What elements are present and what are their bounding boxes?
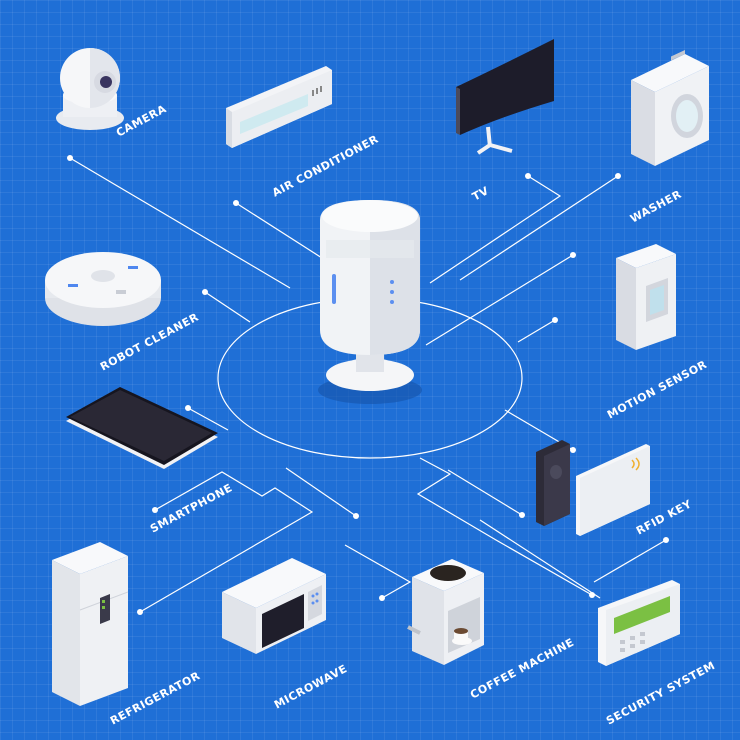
link-microwave xyxy=(285,467,357,517)
link-coffee-2 xyxy=(344,544,412,599)
hub-speaker-icon xyxy=(318,200,422,404)
link-washer xyxy=(459,175,619,281)
rfid-key-icon xyxy=(536,440,650,536)
link-security-2 xyxy=(479,519,601,599)
smartphone-icon xyxy=(66,387,218,469)
link-robot-cleaner xyxy=(204,291,251,323)
motion-sensor-icon xyxy=(616,244,676,350)
tv-icon xyxy=(456,39,554,155)
link-motion-sensor-2 xyxy=(517,319,556,343)
link-smartphone xyxy=(187,407,229,431)
microwave-icon xyxy=(222,558,326,654)
link-security xyxy=(593,539,667,583)
robot-cleaner-icon xyxy=(45,252,161,326)
link-tv xyxy=(429,175,562,284)
security-system-icon xyxy=(598,580,680,666)
link-rfid xyxy=(447,469,523,516)
washer-icon xyxy=(631,50,709,166)
link-motion-sensor xyxy=(425,254,574,346)
link-refrigerator xyxy=(139,471,314,613)
link-air-conditioner xyxy=(235,202,323,259)
link-coffee xyxy=(416,457,593,596)
link-camera xyxy=(69,157,291,289)
air-conditioner-icon xyxy=(226,66,332,148)
coffee-machine-icon xyxy=(407,559,484,665)
camera-icon xyxy=(56,48,124,130)
refrigerator-icon xyxy=(52,542,129,706)
